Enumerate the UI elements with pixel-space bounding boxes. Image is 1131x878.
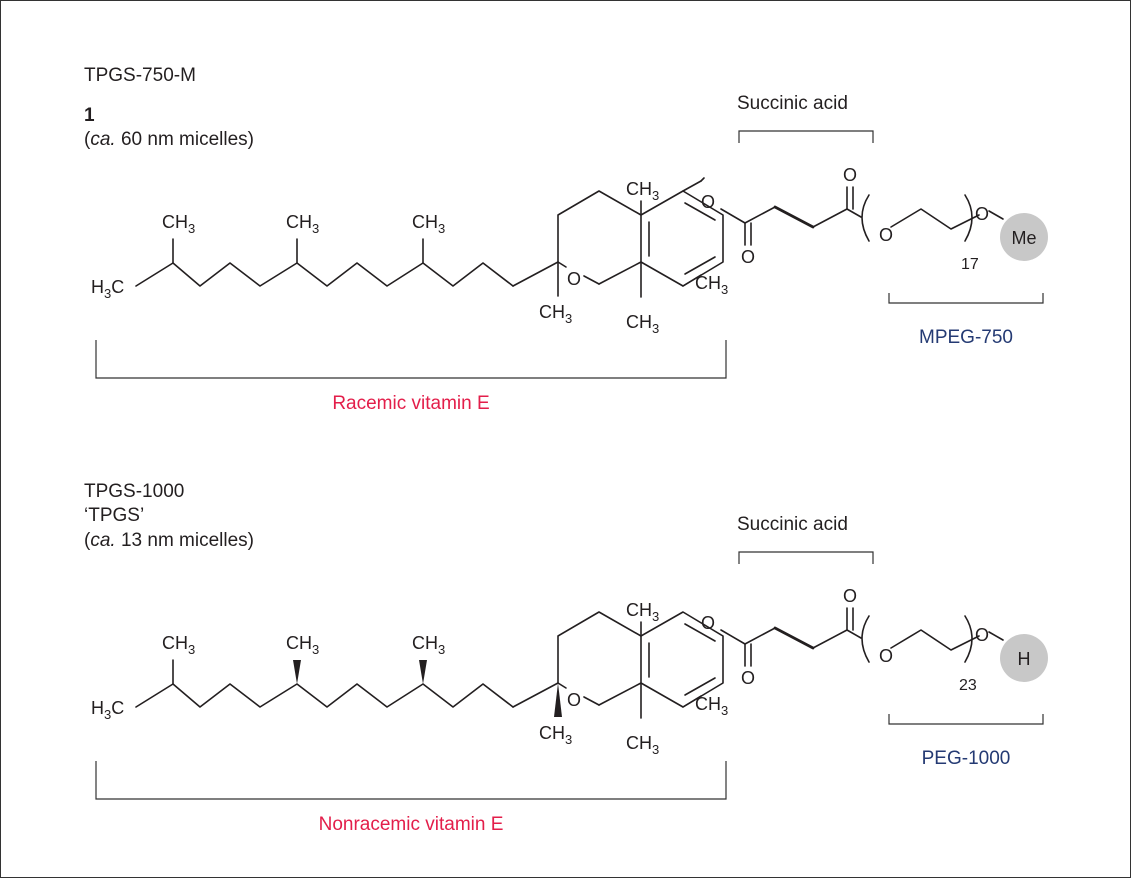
- peg-bracket-top: [888, 293, 1044, 304]
- stereo-wedge-1: [293, 660, 301, 684]
- atom-ch3-top-1: CH3: [162, 212, 195, 236]
- succinic-acid-label-top: Succinic acid: [737, 93, 848, 114]
- stereo-wedge-2: [419, 660, 427, 684]
- repeat-count-top: 17: [961, 256, 979, 273]
- tpgs-1000-panel: TPGS-1000 ‘TPGS’ (ca. 13 nm micelles) Su…: [84, 481, 1048, 835]
- end-group-label-bottom: H: [1018, 649, 1031, 669]
- atom-ring-o-bottom: O: [567, 690, 581, 710]
- stereo-wedge-3: [554, 683, 562, 717]
- vitamin-e-bracket-bottom: [95, 761, 727, 800]
- tpgs-750-m-panel: TPGS-750-M 1 (ca. 60 nm micelles) Succin…: [84, 65, 1048, 414]
- molecule-bonds-top: [135, 177, 1004, 298]
- molecule-bonds-bottom: [135, 607, 1004, 719]
- atom-ch3-top-6: CH3: [695, 273, 728, 297]
- succinic-acid-bracket-top: [738, 130, 874, 143]
- atom-ch3-bottom-2: CH3: [286, 633, 319, 657]
- peg-label-bottom: PEG-1000: [922, 748, 1011, 769]
- atom-ch3-bottom-5: CH3: [626, 600, 659, 624]
- atom-ch3-bottom-3: CH3: [412, 633, 445, 657]
- compound-number: 1: [84, 105, 95, 126]
- atom-ch3-top-3: CH3: [412, 212, 445, 236]
- atom-ch3-top-2: CH3: [286, 212, 319, 236]
- atom-ch3-top-5: CH3: [626, 179, 659, 203]
- atom-ch3-bottom-1: CH3: [162, 633, 195, 657]
- succinic-acid-label-bottom: Succinic acid: [737, 514, 848, 535]
- atom-terminal-o-bottom: O: [975, 625, 989, 645]
- atom-ester-o-bottom: O: [701, 613, 715, 633]
- vitamin-e-bracket-top: [95, 340, 727, 379]
- succinic-acid-bracket-bottom: [738, 551, 874, 564]
- atom-h3c-bottom: H3C: [91, 698, 124, 722]
- compound-name-bottom: TPGS-1000: [84, 481, 184, 502]
- atom-peg-o-bottom: O: [879, 646, 893, 666]
- compound-name-top: TPGS-750-M: [84, 65, 196, 86]
- end-group-circle-bottom: [1000, 634, 1048, 682]
- repeat-count-bottom: 23: [959, 677, 977, 694]
- atom-labels-top: CH3 CH3 CH3 H3C O CH3 CH3 CH3 CH3 O O O …: [91, 165, 989, 336]
- atom-carbonyl-o2-bottom: O: [843, 586, 857, 606]
- peg-bracket-bottom: [888, 714, 1044, 725]
- micelle-size-top: (ca. 60 nm micelles): [84, 129, 254, 150]
- compound-alias: ‘TPGS’: [84, 505, 144, 526]
- end-group-circle-top: [1000, 213, 1048, 261]
- atom-carbonyl-o1-top: O: [741, 247, 755, 267]
- atom-carbonyl-o1-bottom: O: [741, 668, 755, 688]
- atom-ch3-top-7: CH3: [626, 312, 659, 336]
- vitamin-e-label-bottom: Nonracemic vitamin E: [319, 814, 504, 835]
- end-group-label-top: Me: [1011, 228, 1036, 248]
- atom-labels-bottom: CH3 CH3 CH3 H3C O CH3 CH3 CH3 CH3 O O O …: [91, 586, 989, 757]
- atom-ch3-bottom-4: CH3: [539, 723, 572, 747]
- atom-peg-o-top: O: [879, 225, 893, 245]
- atom-carbonyl-o2-top: O: [843, 165, 857, 185]
- atom-terminal-o-top: O: [975, 204, 989, 224]
- atom-ch3-bottom-6: CH3: [695, 694, 728, 718]
- vitamin-e-label-top: Racemic vitamin E: [332, 393, 489, 414]
- atom-ch3-top-4: CH3: [539, 302, 572, 326]
- atom-ch3-bottom-7: CH3: [626, 733, 659, 757]
- atom-ring-o-top: O: [567, 269, 581, 289]
- atom-ester-o-top: O: [701, 192, 715, 212]
- peg-label-top: MPEG-750: [919, 327, 1013, 348]
- atom-h3c-top: H3C: [91, 277, 124, 301]
- micelle-size-bottom: (ca. 13 nm micelles): [84, 530, 254, 551]
